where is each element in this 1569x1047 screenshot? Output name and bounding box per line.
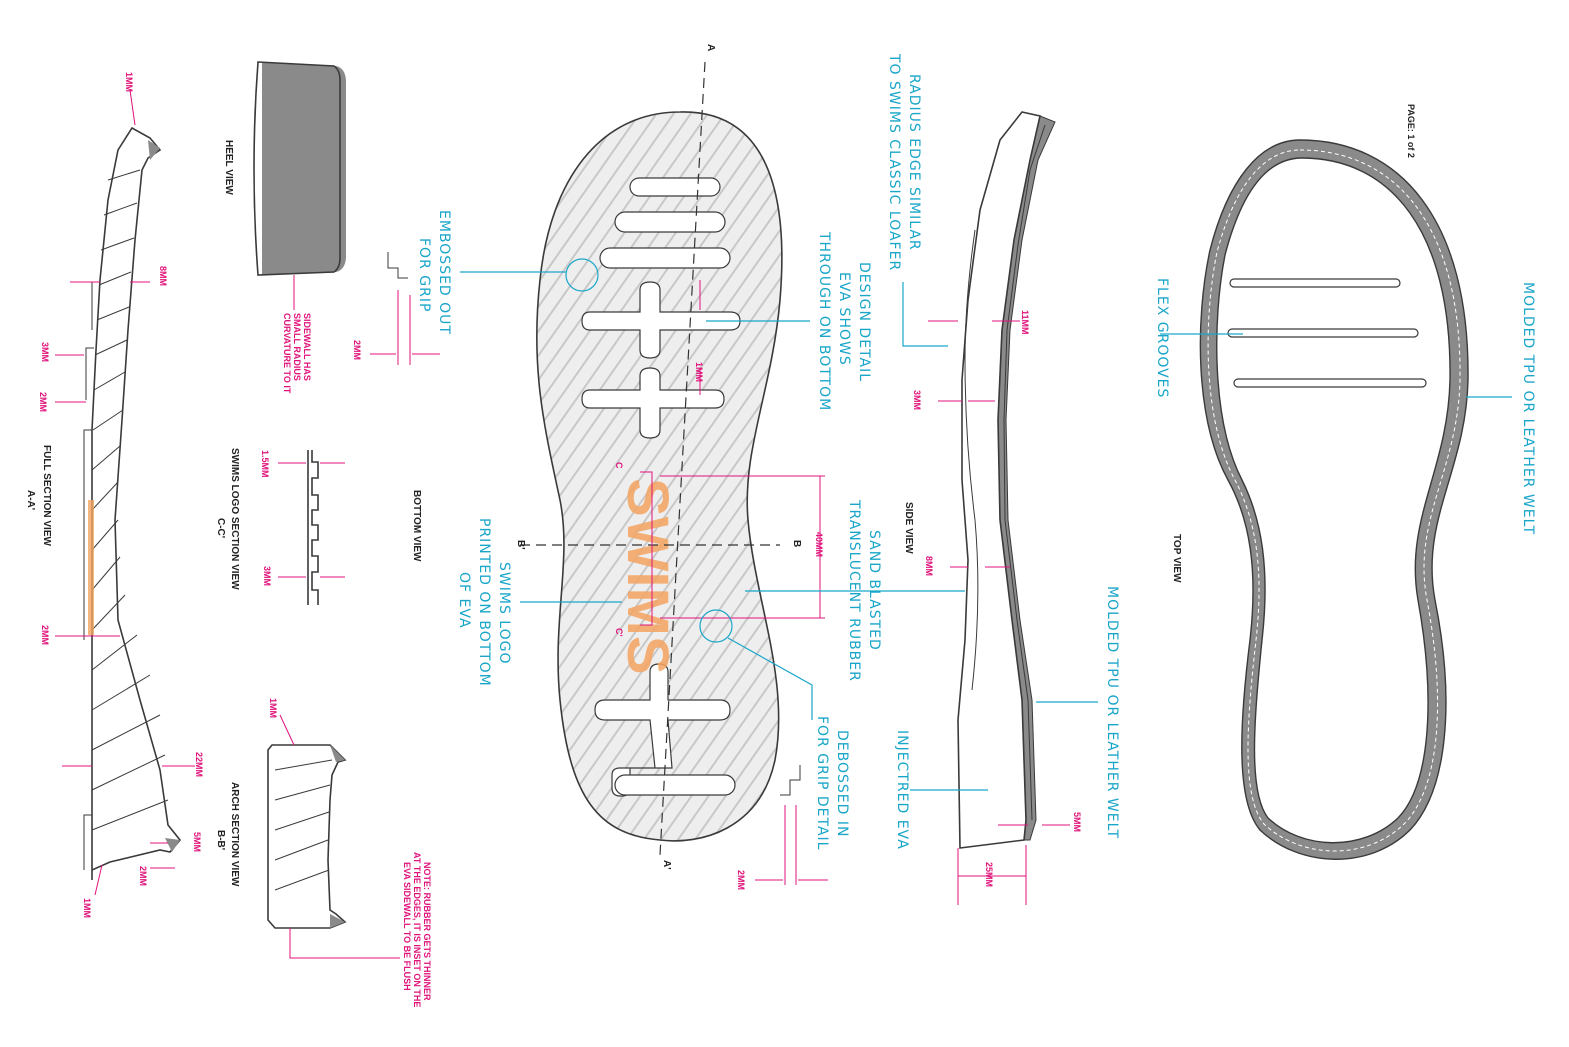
section-mark-a: A: [705, 44, 716, 51]
callout-sand-2: TRANSLUCENT RUBBER: [846, 499, 862, 682]
dim-1mm-bottom: 1MM: [82, 898, 92, 918]
bottom-view: SWIMS A A' B B' C C' 40MM 1MM BOTTOM VIE…: [352, 44, 965, 890]
section-line-a: [659, 61, 706, 856]
full-section-view: 1MM 8MM 3MM 2MM 2MM 22MM 5MM 2MM 1MM FUL…: [25, 72, 204, 918]
callout-sand-1: SAND BLASTED: [866, 530, 882, 651]
rubber-note-line-3: EVA SIDEWALL TO BE FLUSH: [402, 862, 412, 991]
callout-welt-top: MOLDED TPU OR LEATHER WELT: [1520, 282, 1536, 535]
section-mark-a-prime: A': [661, 860, 672, 870]
rubber-note-line-1: NOTE: RUBBER GETS THINNER: [422, 862, 432, 1001]
callout-logo-1: SWIMS LOGO: [496, 562, 512, 664]
side-view-title: SIDE VIEW: [903, 502, 914, 554]
rubber-note-line-2: AT THE EDGES, IT IS INSET ON THE: [412, 852, 422, 1007]
dim-logo-1-5mm: 1.5MM: [260, 450, 270, 478]
callout-embossed-1: EMBOSSED OUT: [436, 210, 452, 335]
callout-design-1: DESIGN DETAIL: [856, 262, 872, 382]
swims-logo-print: SWIMS: [615, 478, 680, 675]
dim-side-11mm: 11MM: [1020, 310, 1030, 335]
callout-radius-2: TO SWIMS CLASSIC LOAFER: [886, 53, 902, 271]
arch-section-view: 1MM ARCH SECTION VIEW B-B' NOTE: RUBBER …: [215, 698, 432, 1007]
section-mark-c: C: [614, 462, 624, 469]
callout-embossed-2: FOR GRIP: [416, 238, 432, 312]
dim-40mm: 40MM: [814, 532, 824, 557]
dim-deboss-2mm: 2MM: [736, 870, 746, 890]
dim-arch-1mm: 1MM: [268, 698, 278, 718]
dim-2mm-b: 2MM: [40, 625, 50, 645]
page-label: PAGE: 1 of 2: [1406, 104, 1416, 158]
callout-welt-side: MOLDED TPU OR LEATHER WELT: [1104, 586, 1120, 839]
dim-22mm: 22MM: [194, 752, 204, 777]
callout-design-3: THROUGH ON BOTTOM: [816, 231, 832, 411]
heel-note-line-2: SMALL RADIUS: [292, 313, 302, 381]
section-mark-c-prime: C': [614, 628, 624, 637]
callout-radius-1: RADIUS EDGE SIMILAR: [906, 74, 922, 251]
side-view: 11MM 3MM 8MM 5MM 25MM SIDE VIEW RADIUS E…: [886, 53, 1120, 905]
full-section-title: FULL SECTION VIEW: [41, 445, 52, 546]
callout-logo-2: PRINTED ON BOTTOM: [476, 518, 492, 687]
section-mark-b: B: [791, 540, 802, 547]
heel-view-title: HEEL VIEW: [223, 140, 234, 195]
callout-flex-grooves: FLEX GROOVES: [1154, 278, 1170, 398]
logo-section-title: SWIMS LOGO SECTION VIEW: [229, 448, 240, 590]
dim-bottom-1mm: 1MM: [694, 362, 704, 382]
logo-section-subtitle: C-C': [215, 518, 226, 538]
dim-side-8mm: 8MM: [924, 556, 934, 576]
dim-emboss-2mm: 2MM: [352, 340, 362, 360]
callout-debossed-2: FOR GRIP DETAIL: [814, 716, 830, 850]
outsole-outline: [536, 111, 783, 842]
dim-side-25mm: 25MM: [984, 862, 994, 887]
callout-debossed-1: DEBOSSED IN: [834, 730, 850, 837]
flex-grooves: [1227, 278, 1427, 388]
heel-note-line-1: SIDEWALL HAS: [302, 313, 312, 381]
full-section-subtitle: A-A': [25, 490, 36, 510]
arch-section-subtitle: B-B': [215, 830, 226, 850]
heel-view: HEEL VIEW SIDEWALL HAS SMALL RADIUS CURV…: [223, 61, 346, 394]
dim-side-5mm: 5MM: [1072, 812, 1082, 832]
callout-design-2: EVA SHOWS: [836, 272, 852, 366]
dim-logo-3mm: 3MM: [262, 566, 272, 586]
dim-2mm-c: 2MM: [138, 866, 148, 886]
callout-injected-eva: INJECTRED EVA: [894, 730, 910, 850]
dim-3mm: 3MM: [40, 342, 50, 362]
top-view-title: TOP VIEW: [1171, 534, 1182, 583]
dim-8mm: 8MM: [158, 266, 168, 286]
section-mark-b-prime: B': [515, 540, 526, 550]
top-view: FLEX GROOVES MOLDED TPU OR LEATHER WELT …: [1154, 104, 1536, 860]
dim-1mm-top: 1MM: [124, 72, 134, 92]
dim-5mm: 5MM: [192, 832, 202, 852]
heel-note-line-3: CURVATURE TO IT: [282, 313, 292, 394]
callout-logo-3: OF EVA: [456, 572, 472, 629]
arch-section-title: ARCH SECTION VIEW: [229, 782, 240, 887]
bottom-view-title: BOTTOM VIEW: [411, 490, 422, 562]
dim-2mm-a: 2MM: [38, 392, 48, 412]
dim-side-3mm: 3MM: [912, 390, 922, 410]
logo-section-view: 1.5MM 3MM SWIMS LOGO SECTION VIEW C-C': [215, 448, 345, 605]
